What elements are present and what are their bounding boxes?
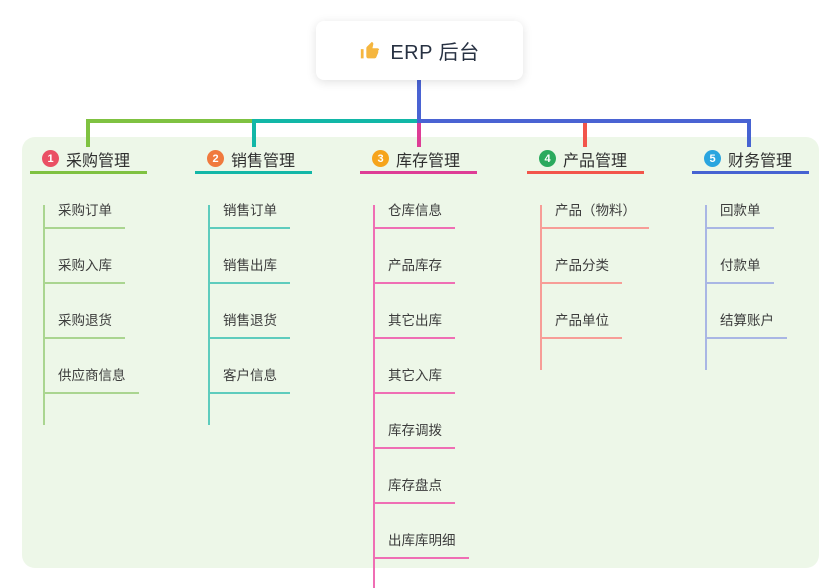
branch-label: 采购管理 <box>66 152 131 170</box>
bus-line-green <box>86 119 254 123</box>
child-node: 采购退货 <box>30 284 190 339</box>
child-node: 客户信息 <box>195 339 355 394</box>
child-node: 产品（物料） <box>527 174 687 229</box>
child-node: 其它出库 <box>360 284 520 339</box>
child-node-label[interactable]: 回款单 <box>705 199 774 229</box>
branch-node[interactable]: 1 采购管理 <box>30 146 147 174</box>
child-node: 结算账户 <box>692 284 839 339</box>
branch-finance-management: 5 财务管理 回款单 付款单 结算账户 <box>692 146 839 370</box>
child-node-label[interactable]: 产品分类 <box>540 254 622 284</box>
branch-children: 采购订单 采购入库 采购退货 供应商信息 <box>30 174 190 425</box>
branch-product-management: 4 产品管理 产品（物料） 产品分类 产品单位 <box>527 146 687 370</box>
thumbs-up-icon <box>361 41 380 58</box>
child-node-label[interactable]: 库存盘点 <box>373 474 455 504</box>
child-node: 销售退货 <box>195 284 355 339</box>
branch-index-badge: 5 <box>704 150 721 167</box>
bus-line-blue <box>417 119 751 123</box>
branch-label: 财务管理 <box>728 152 793 170</box>
child-node-label[interactable]: 产品（物料） <box>540 199 649 229</box>
branch-node[interactable]: 5 财务管理 <box>692 146 809 174</box>
branch-label: 销售管理 <box>231 152 296 170</box>
child-node: 产品库存 <box>360 229 520 284</box>
child-node: 产品单位 <box>527 284 687 339</box>
branch-index-badge: 3 <box>372 150 389 167</box>
branch-node[interactable]: 4 产品管理 <box>527 146 644 174</box>
branches-panel <box>22 137 819 568</box>
drop-line-product <box>583 123 587 147</box>
child-node-label[interactable]: 采购入库 <box>43 254 125 284</box>
drop-line-inventory <box>417 123 421 147</box>
branch-purchase-management: 1 采购管理 采购订单 采购入库 采购退货 供应商信息 <box>30 146 190 425</box>
child-node: 采购入库 <box>30 229 190 284</box>
child-node-label[interactable]: 采购退货 <box>43 309 125 339</box>
child-node-label[interactable]: 供应商信息 <box>43 364 139 394</box>
child-node: 供应商信息 <box>30 339 190 394</box>
child-node: 采购订单 <box>30 174 190 229</box>
bus-line-teal <box>252 119 419 123</box>
child-node-label[interactable]: 客户信息 <box>208 364 290 394</box>
child-node-label[interactable]: 销售订单 <box>208 199 290 229</box>
branch-sales-management: 2 销售管理 销售订单 销售出库 销售退货 客户信息 <box>195 146 355 425</box>
branch-label: 产品管理 <box>563 152 628 170</box>
branch-children: 产品（物料） 产品分类 产品单位 <box>527 174 687 370</box>
child-node: 库存盘点 <box>360 449 520 504</box>
child-node: 出库库明细 <box>360 504 520 559</box>
branch-index-badge: 4 <box>539 150 556 167</box>
branch-index-badge: 2 <box>207 150 224 167</box>
branch-child-connector <box>540 205 542 370</box>
child-node-label[interactable]: 产品单位 <box>540 309 622 339</box>
drop-line-sales <box>252 119 256 147</box>
branch-index-badge: 1 <box>42 150 59 167</box>
child-node: 销售订单 <box>195 174 355 229</box>
child-node: 销售出库 <box>195 229 355 284</box>
branch-child-connector <box>208 205 210 425</box>
branch-node[interactable]: 3 库存管理 <box>360 146 477 174</box>
child-node: 其它入库 <box>360 339 520 394</box>
branch-children: 仓库信息 产品库存 其它出库 其它入库 库存调拨 库存盘点 出库库明细 <box>360 174 520 588</box>
child-node-label[interactable]: 库存调拨 <box>373 419 455 449</box>
child-node-label[interactable]: 采购订单 <box>43 199 125 229</box>
child-node: 仓库信息 <box>360 174 520 229</box>
root-node[interactable]: ERP 后台 <box>316 21 523 80</box>
child-node-label[interactable]: 其它出库 <box>373 309 455 339</box>
branch-label: 库存管理 <box>396 152 461 170</box>
child-node-label[interactable]: 付款单 <box>705 254 774 284</box>
branch-inventory-management: 3 库存管理 仓库信息 产品库存 其它出库 其它入库 库存调拨 库存盘点 出库库… <box>360 146 520 588</box>
drop-line-purchase <box>86 119 90 147</box>
child-node: 库存调拨 <box>360 394 520 449</box>
branch-child-connector <box>373 205 375 588</box>
branch-children: 销售订单 销售出库 销售退货 客户信息 <box>195 174 355 425</box>
branch-children: 回款单 付款单 结算账户 <box>692 174 839 370</box>
branch-child-connector <box>705 205 707 370</box>
child-node-label[interactable]: 仓库信息 <box>373 199 455 229</box>
child-node-label[interactable]: 销售退货 <box>208 309 290 339</box>
child-node: 付款单 <box>692 229 839 284</box>
child-node-label[interactable]: 结算账户 <box>705 309 787 339</box>
child-node: 产品分类 <box>527 229 687 284</box>
branch-node[interactable]: 2 销售管理 <box>195 146 312 174</box>
branch-child-connector <box>43 205 45 425</box>
child-node-label[interactable]: 销售出库 <box>208 254 290 284</box>
root-connector-line <box>417 80 421 123</box>
child-node-label[interactable]: 出库库明细 <box>373 529 469 559</box>
child-node-label[interactable]: 其它入库 <box>373 364 455 394</box>
child-node-label[interactable]: 产品库存 <box>373 254 455 284</box>
drop-line-finance <box>747 119 751 147</box>
child-node: 回款单 <box>692 174 839 229</box>
root-node-title: ERP 后台 <box>390 42 480 64</box>
